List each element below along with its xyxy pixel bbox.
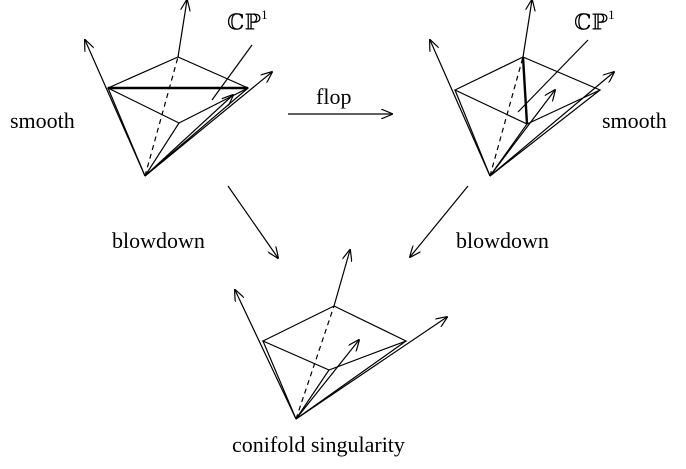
label-smooth-left: smooth (10, 108, 75, 133)
label-blowdown-left: blowdown (112, 228, 205, 253)
conifold-cone (235, 250, 447, 420)
label-conifold-singularity: conifold singularity (232, 432, 405, 457)
resolution-right (430, 0, 614, 177)
cp-symbol: ℂℙ (227, 10, 262, 36)
blowdown-arrow-right (410, 185, 469, 257)
label-smooth-right: smooth (602, 108, 667, 133)
blowdown-arrow-left (227, 185, 278, 258)
cp-exponent: 1 (608, 7, 615, 22)
label-cp1-left: ℂℙ1 (227, 7, 268, 36)
label-flop: flop (316, 84, 352, 109)
label-cp1-right: ℂℙ1 (574, 7, 615, 36)
label-blowdown-right: blowdown (456, 228, 549, 253)
cp-exponent: 1 (261, 7, 268, 22)
cp-symbol: ℂℙ (574, 10, 609, 36)
resolution-left (85, 0, 272, 177)
